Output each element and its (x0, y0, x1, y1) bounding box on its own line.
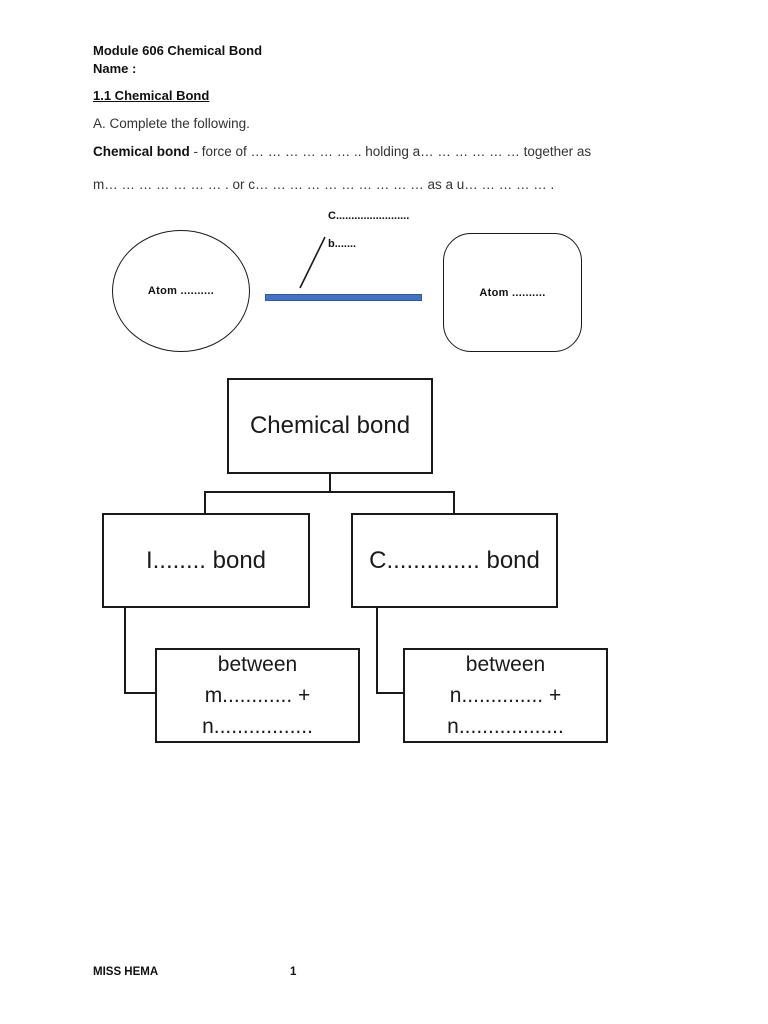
definition-line-1: Chemical bond - force of … … … … … … .. … (93, 144, 591, 159)
elbow-left-vertical (124, 608, 126, 694)
instruction-text: A. Complete the following. (93, 116, 250, 131)
ionic-bond-box: I........ bond (102, 513, 310, 608)
elbow-left-horizontal (124, 692, 156, 694)
leader-line (299, 236, 326, 289)
ionic-detail-line-1: between (217, 653, 298, 676)
atom-circle-label: Atom .......... (147, 285, 215, 297)
definition-line-1-rest: - force of … … … … … … .. holding a… … …… (189, 144, 592, 159)
connector-horizontal (204, 491, 455, 493)
covalent-bond-detail-box: between n.............. + n.............… (403, 648, 608, 743)
footer-page-number: 1 (290, 966, 297, 978)
atom-circle: Atom .......... (112, 230, 250, 352)
connector-left-vertical (204, 491, 206, 514)
module-title: Module 606 Chemical Bond (93, 43, 263, 58)
section-heading: 1.1 Chemical Bond (93, 88, 210, 103)
bond-line (265, 294, 422, 301)
chemical-bond-root-label: Chemical bond (249, 412, 411, 439)
covalent-blank-label: C........................ (328, 210, 410, 222)
connector-right-vertical (453, 491, 455, 514)
covalent-detail-line-2: n.............. + (449, 684, 562, 707)
ionic-detail-line-3: n................. (202, 715, 313, 738)
atom-rounded-box-label: Atom .......... (479, 286, 546, 299)
covalent-bond-label: C.............. bond (369, 546, 540, 574)
definition-term: Chemical bond (93, 144, 190, 159)
covalent-detail-line-1: between (465, 653, 546, 676)
connector-root-vertical (329, 474, 331, 493)
elbow-right-vertical (376, 608, 378, 694)
atom-rounded-box: Atom .......... (443, 233, 582, 352)
elbow-right-horizontal (376, 692, 404, 694)
covalent-detail-line-3: n.................. (447, 715, 564, 738)
ionic-bond-detail-box: between m............ + n...............… (155, 648, 360, 743)
chemical-bond-root-box: Chemical bond (227, 378, 433, 474)
footer-author: MISS HEMA (93, 966, 159, 978)
covalent-bond-box: C.............. bond (351, 513, 558, 608)
bond-blank-label: b....... (328, 238, 357, 250)
name-label: Name : (93, 61, 137, 76)
definition-line-2: m… … … … … … … . or c… … … … … … … … … …… (93, 177, 555, 192)
ionic-bond-label: I........ bond (145, 546, 267, 574)
ionic-detail-line-2: m............ + (204, 684, 311, 707)
